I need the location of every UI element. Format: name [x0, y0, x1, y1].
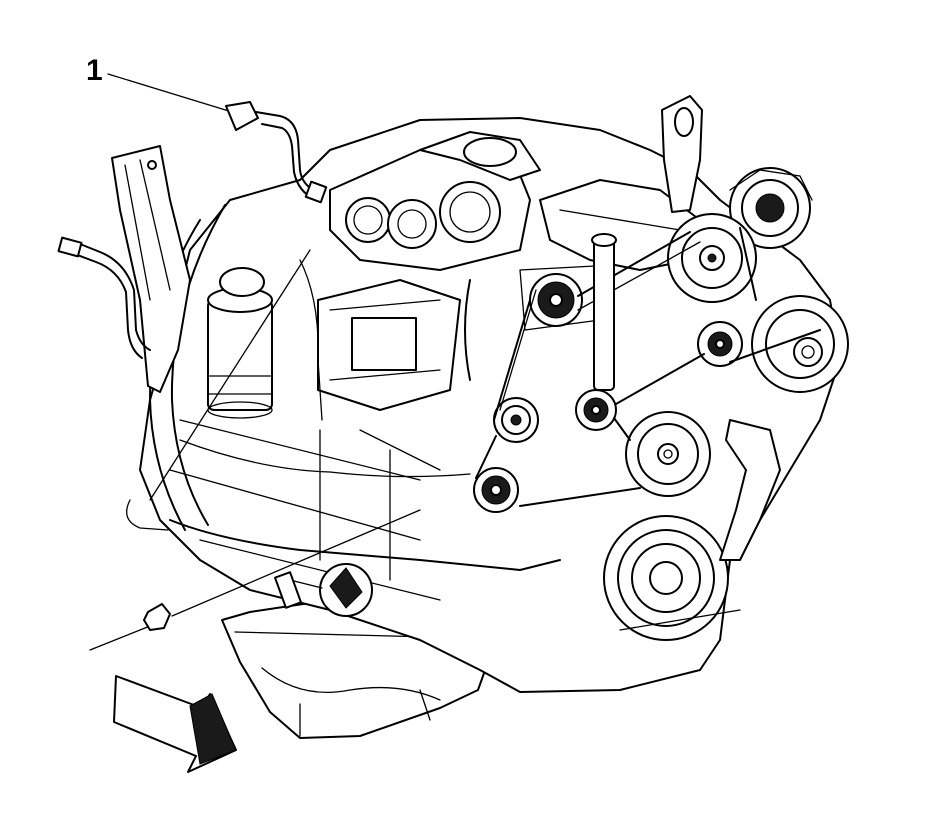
idler-pulley-upper	[697, 321, 743, 367]
air-intake	[329, 131, 541, 271]
lift-bracket-right	[661, 95, 703, 213]
intake-module	[317, 279, 461, 411]
fluid-line-left	[57, 236, 151, 359]
oil-filter-housing	[207, 267, 273, 419]
crankshaft-balancer	[603, 515, 741, 641]
callout-label-1: 1	[86, 54, 103, 87]
dipstick-tube	[591, 233, 617, 391]
idler-pulley-mid	[575, 389, 617, 431]
front-direction-arrow-icon	[113, 675, 237, 773]
alternator	[729, 167, 813, 249]
compressor-pulley	[667, 213, 757, 303]
mounting-bolt	[89, 509, 421, 651]
hose-connector	[225, 101, 328, 204]
idler-pulley-lower	[473, 467, 519, 513]
lift-bracket-left	[111, 145, 191, 393]
water-pump-pulley	[625, 411, 711, 497]
reference-lines	[149, 249, 441, 501]
power-steering-pulley	[751, 295, 849, 393]
coolant-hose-right	[719, 419, 781, 561]
starter-motor	[274, 563, 373, 617]
wiring-harness	[169, 259, 561, 571]
tensioner-pulley	[493, 397, 539, 443]
callout-1-leader	[107, 73, 233, 113]
